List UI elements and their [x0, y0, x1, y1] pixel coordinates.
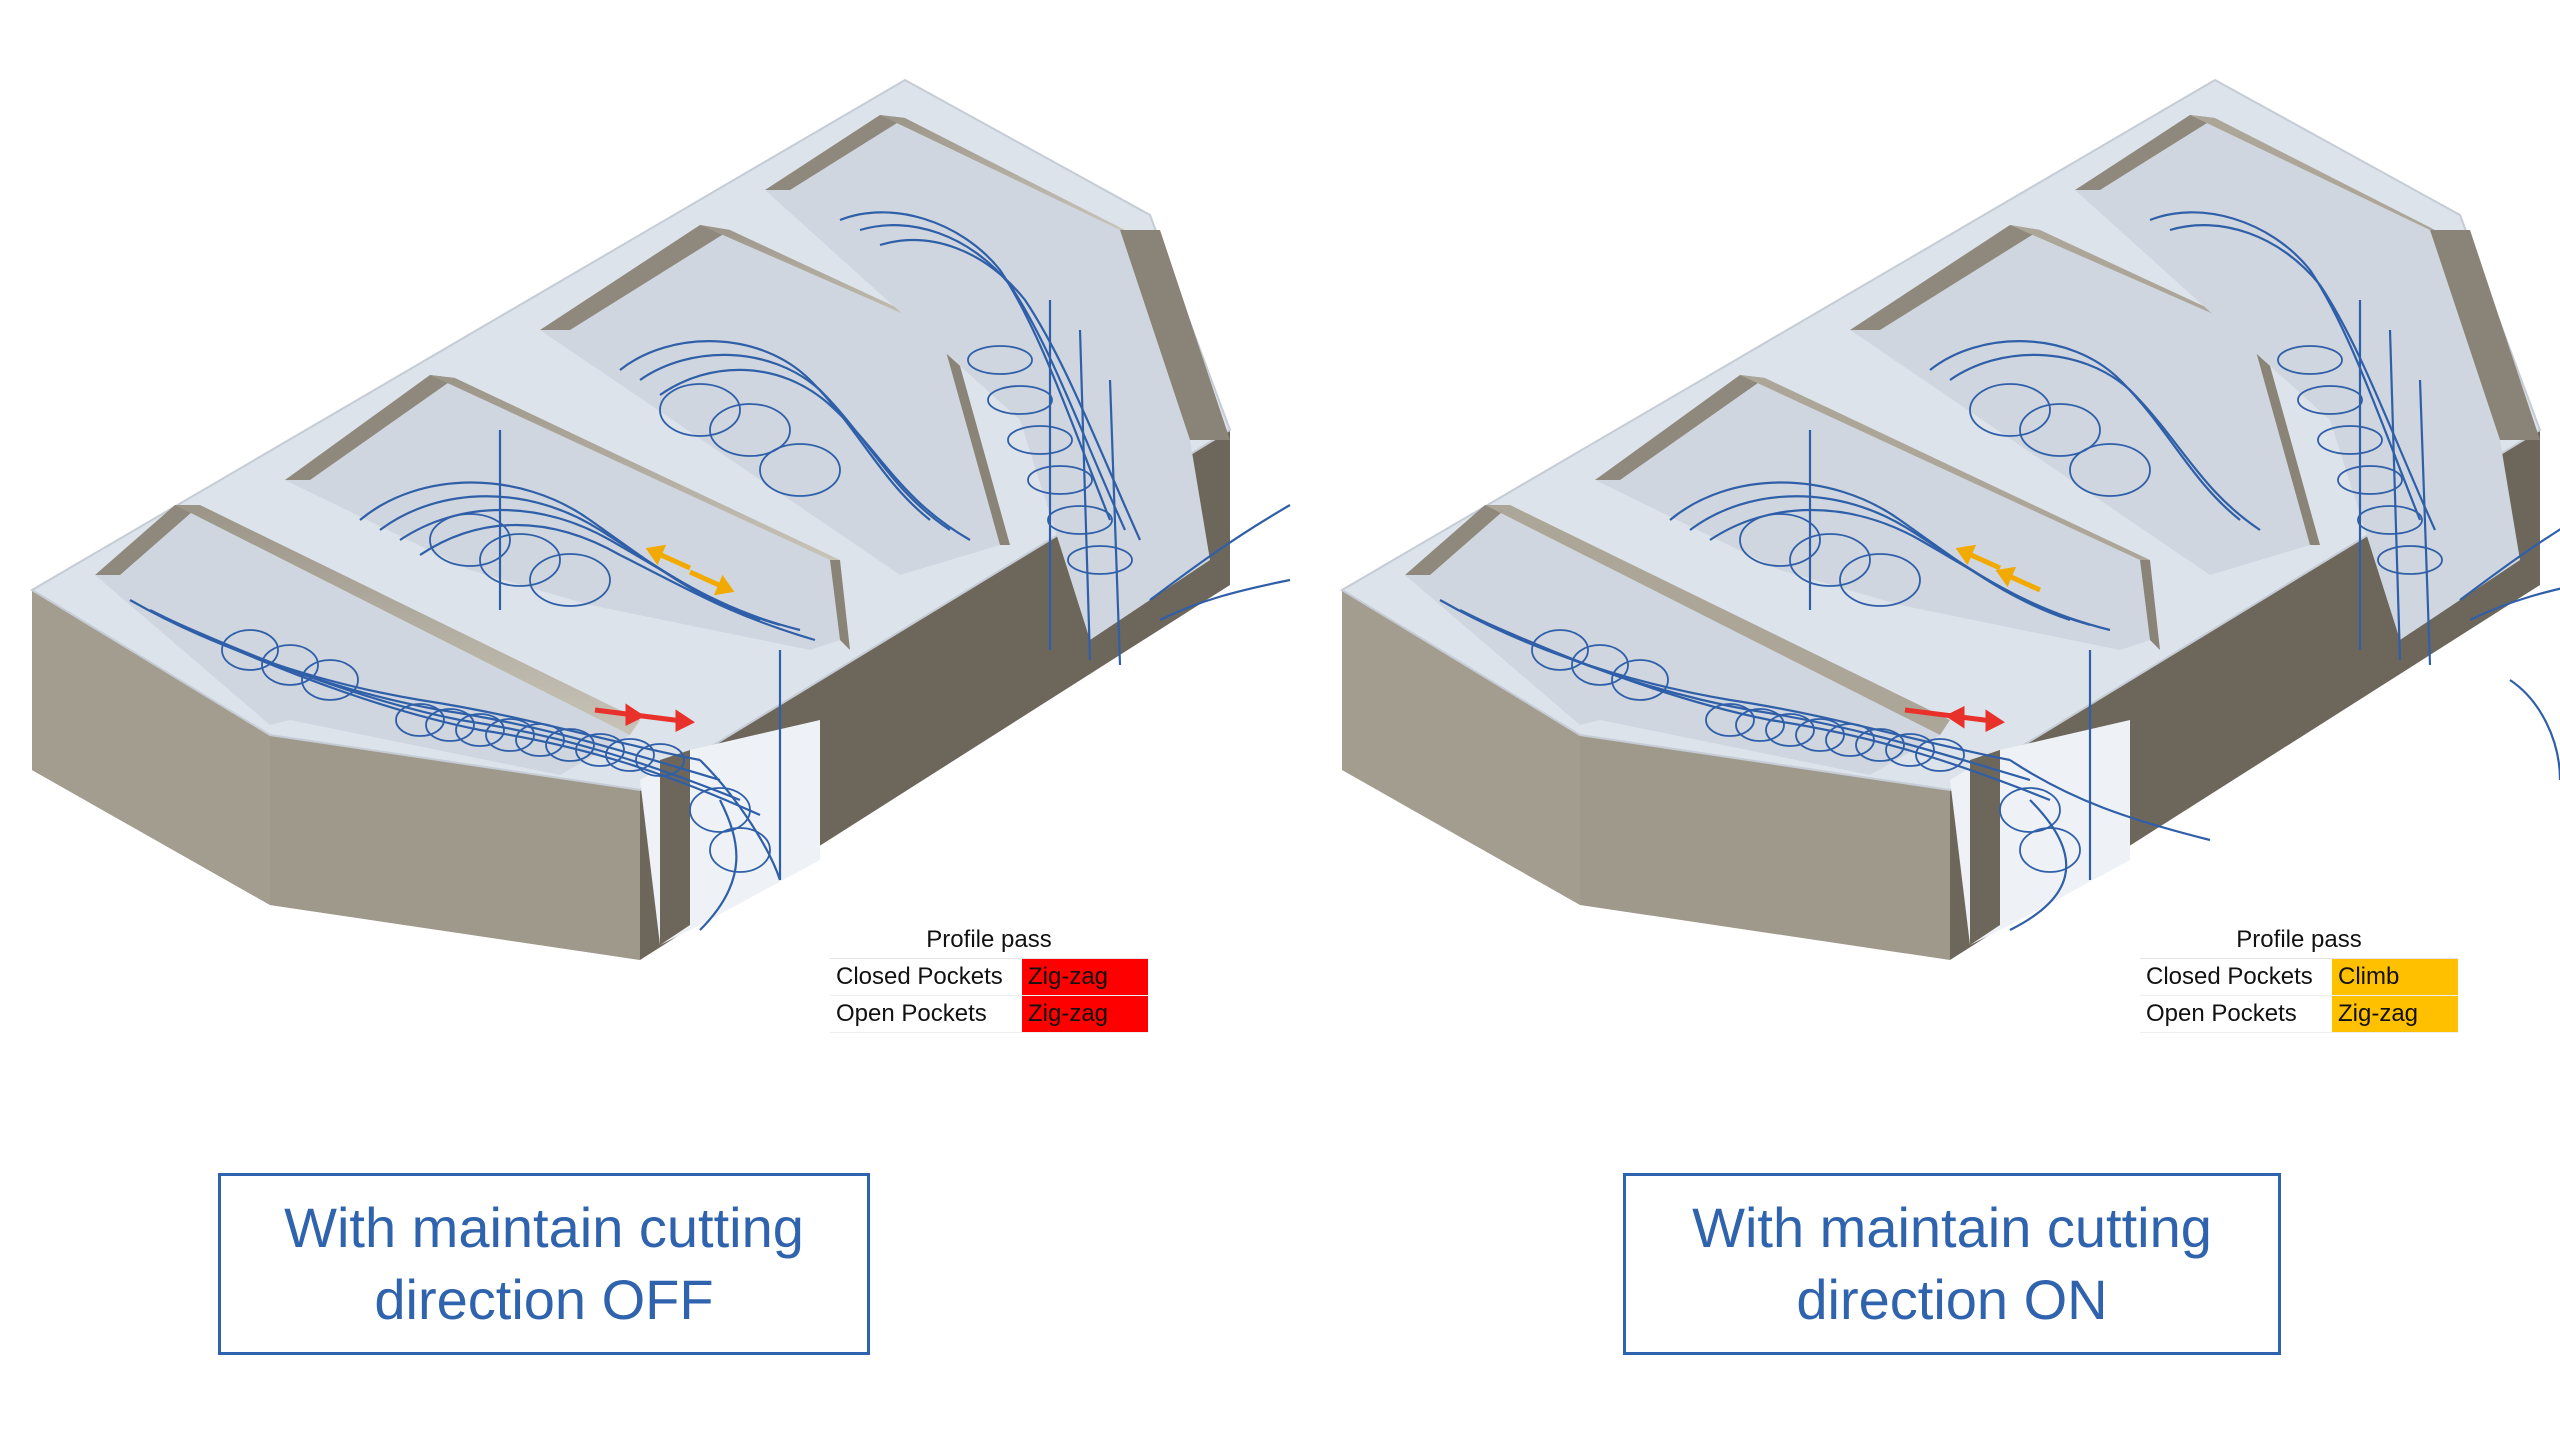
part-front-face-center — [1580, 735, 1950, 960]
row-value-closed-pockets: Climb — [2332, 958, 2458, 996]
toolpath-loops — [1531, 345, 2443, 873]
pocket-2 — [1595, 375, 2160, 650]
row-value-closed-pockets: Zig-zag — [1022, 958, 1148, 996]
row-label-closed-pockets: Closed Pockets — [830, 958, 1022, 996]
profile-pass-table: Profile pass Closed Pockets Climb Open P… — [2140, 922, 2458, 1033]
part-front-face-left — [1342, 590, 1580, 905]
caption-text: With maintain cutting direction ON — [1692, 1196, 2212, 1331]
row-label-open-pockets: Open Pockets — [830, 995, 1022, 1033]
machined-part-view — [1340, 78, 2560, 960]
table-row: Open Pockets Zig-zag — [830, 995, 1148, 1033]
caption-box-off: With maintain cutting direction OFF — [218, 1173, 870, 1355]
caption-box-on: With maintain cutting direction ON — [1623, 1173, 2281, 1355]
part-front-face-left — [32, 590, 270, 905]
row-label-closed-pockets: Closed Pockets — [2140, 958, 2332, 996]
toolpath-loops — [221, 345, 1133, 873]
panel-maintain-off: Profile pass Closed Pockets Zig-zag Open… — [30, 78, 1291, 1355]
toolpath-lines — [129, 211, 1291, 931]
red-direction-arrows — [1904, 705, 2005, 733]
orange-direction-arrows — [645, 544, 735, 596]
panel-maintain-on: Profile pass Closed Pockets Climb Open P… — [1310, 0, 2560, 1440]
machined-part-view — [30, 78, 1291, 960]
pocket-3 — [540, 225, 1010, 575]
row-label-open-pockets: Open Pockets — [2140, 995, 2332, 1033]
orange-direction-arrows — [1955, 544, 2042, 593]
pocket-3 — [1850, 225, 2320, 575]
toolpath-lines — [1439, 211, 2560, 931]
table-row: Open Pockets Zig-zag — [2140, 995, 2458, 1033]
row-value-open-pockets: Zig-zag — [1022, 995, 1148, 1033]
pocket-2 — [285, 375, 850, 650]
table-row: Closed Pockets Climb — [2140, 958, 2458, 996]
profile-pass-table: Profile pass Closed Pockets Zig-zag Open… — [830, 922, 1148, 1033]
table-row: Closed Pockets Zig-zag — [830, 958, 1148, 996]
row-value-open-pockets: Zig-zag — [2332, 995, 2458, 1033]
caption-text: With maintain cutting direction OFF — [284, 1196, 804, 1331]
pocket-1 — [95, 505, 640, 775]
table-header: Profile pass — [830, 922, 1148, 959]
red-direction-arrows — [594, 703, 695, 733]
table-header: Profile pass — [2140, 922, 2458, 959]
part-front-face-center — [270, 735, 640, 960]
pocket-1 — [1405, 505, 1950, 775]
